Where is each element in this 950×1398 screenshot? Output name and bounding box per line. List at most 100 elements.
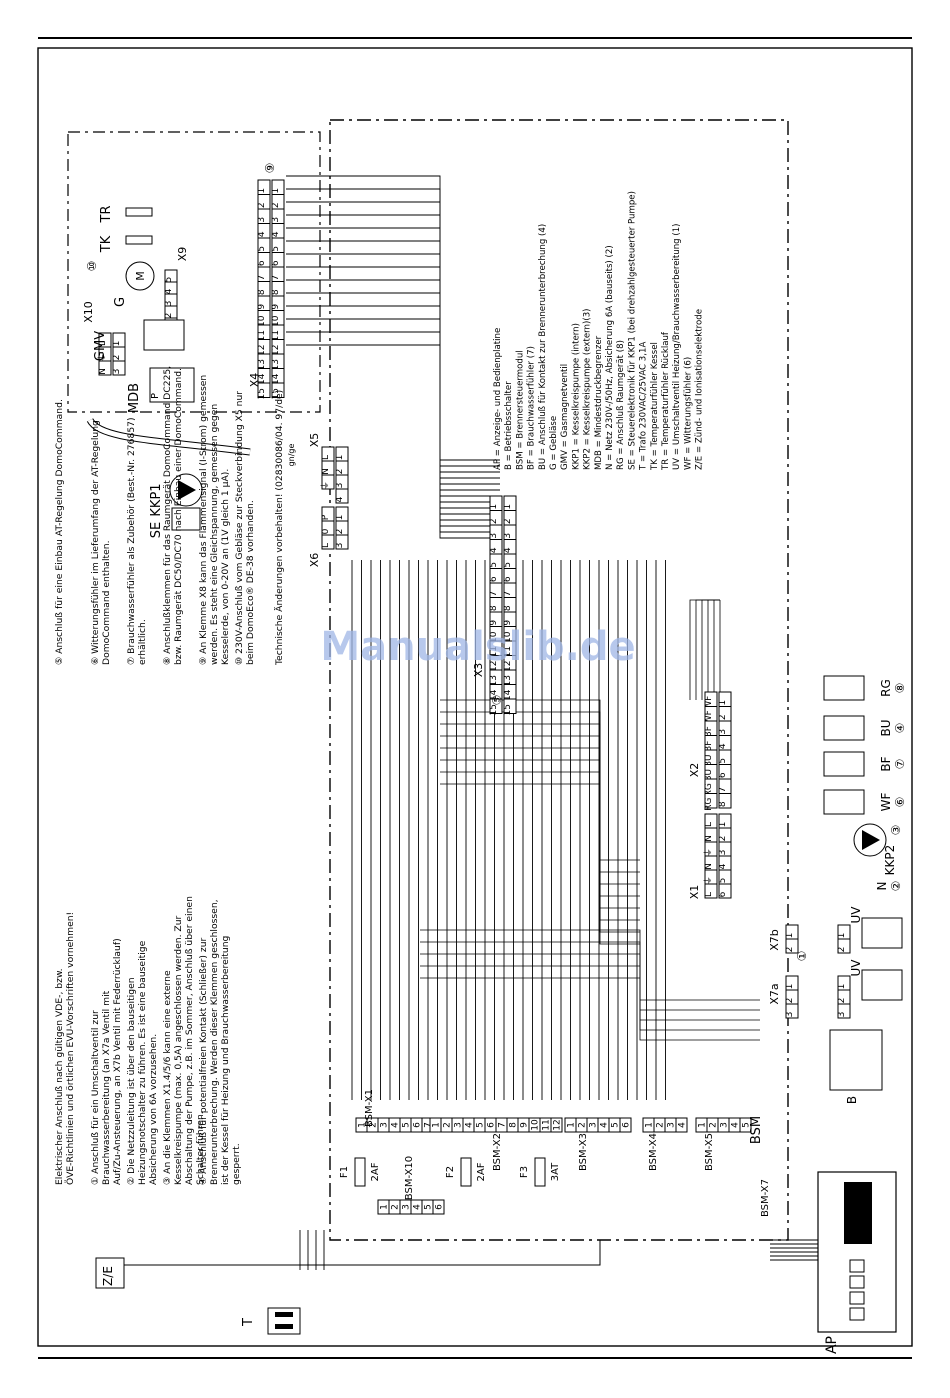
motor-label: M xyxy=(134,271,147,281)
mdb-switch xyxy=(149,367,195,403)
note-item: Elektrischer Anschluß nach gültigen VDE-… xyxy=(54,912,76,1185)
note-2-marker: ② xyxy=(889,881,903,892)
bsm-x2-strip-label: 8 xyxy=(509,1122,519,1128)
wire xyxy=(286,240,500,491)
note-line: werden. Es steht eine Gleichspannung, ge… xyxy=(209,404,220,665)
legend-item: G = Gebläse xyxy=(549,416,559,470)
wire xyxy=(286,175,500,461)
uv2-strip-label: 3 xyxy=(837,1012,847,1018)
kkp1-label: KKP1 xyxy=(149,483,164,516)
bsm-x7-label: BSM-X7 xyxy=(760,1179,771,1217)
note-line: bzw. Raumgerät DC50/DC70 nach Einbau ein… xyxy=(173,368,184,665)
x6-label: X6 xyxy=(308,553,321,568)
bsm-x3-label: BSM-X3 xyxy=(578,1133,589,1171)
motor-strip-label: 3 xyxy=(164,301,174,307)
x4-strip-label: 4 xyxy=(257,231,267,237)
transformer-core xyxy=(275,1324,293,1329)
fan-label: G xyxy=(113,297,128,307)
wire xyxy=(286,279,500,509)
x2-strip-label: RG xyxy=(704,783,714,796)
x5-strip: LN⏚ xyxy=(320,446,335,490)
bsm-x2-strip-label: 2 xyxy=(443,1122,453,1128)
legend-item: SE = Steuerelektronik für KKP1 (bei dreh… xyxy=(627,191,637,470)
bsm-x5-strip-label: 3 xyxy=(720,1122,730,1128)
bsm-x2-label: BSM-X2 xyxy=(492,1133,503,1171)
note-line: Heizungsnotschalter zu führen. Es ist ei… xyxy=(137,940,148,1185)
rg-device xyxy=(823,675,865,701)
x2-label: X2 xyxy=(688,763,701,778)
wire xyxy=(286,201,500,473)
legend-item: BSM = Brennersteuermodul xyxy=(515,350,525,470)
legend-item: TR = Temperaturfühler Rücklauf xyxy=(661,331,671,471)
x1-strip-num-label: 5 xyxy=(718,878,728,884)
note-item: ⑩ 230V-Anschluß vom Gebläse zur Steckver… xyxy=(234,391,256,665)
ap-key xyxy=(849,1275,865,1289)
x7b-label: X7b xyxy=(768,929,781,951)
x3-strip-b-label: 4 xyxy=(503,547,513,553)
x4-strip-label: 11 xyxy=(257,330,267,341)
x9-label: X9 xyxy=(176,247,189,262)
x3-strip-label: 10 xyxy=(489,631,499,643)
bsm-x1-strip-label: 1 xyxy=(358,1122,368,1128)
note-1-marker: ① xyxy=(795,951,809,962)
x3-strip-b-label: 10 xyxy=(503,631,513,643)
operating-switch-label: B xyxy=(845,1096,859,1104)
motor-strip-label: 2 xyxy=(164,313,174,319)
note-5-marker: ⑤ xyxy=(490,695,504,706)
bsm-x5-strip-label: 4 xyxy=(731,1122,741,1128)
x3-strip-b-label: 11 xyxy=(503,646,513,657)
bsm-x4-strip-label: 3 xyxy=(667,1122,677,1128)
ap-display xyxy=(844,1182,872,1244)
note-item: ④ Anschluß für potentialfreien Kontakt (… xyxy=(198,899,242,1185)
bsm-x5-label: BSM-X5 xyxy=(704,1133,715,1171)
ap-key xyxy=(849,1307,865,1321)
x7a-strip-label: 2 xyxy=(785,998,795,1004)
ap-key xyxy=(849,1259,865,1273)
x1-strip-label: ⏚ xyxy=(703,848,714,857)
ap-display-value: 3 48 xyxy=(847,1197,863,1228)
x3-strip-label: 9 xyxy=(489,620,499,626)
x1-strip-label: L xyxy=(704,822,714,827)
note-line: Schalter führen. xyxy=(195,1111,206,1185)
gmv-valve xyxy=(143,319,185,351)
wf-label: WF xyxy=(879,793,893,812)
note-3-marker: ③ xyxy=(889,825,903,836)
bsm-x2-strip-label: 7 xyxy=(498,1122,508,1128)
x4-strip-cell xyxy=(257,382,271,398)
x2-strip-label: BU xyxy=(704,769,714,782)
x3-label: X3 xyxy=(472,663,485,678)
bsm-x5-strip-label: 1 xyxy=(698,1122,708,1128)
mains-label: N xyxy=(875,882,889,891)
note-line: gesperrt. xyxy=(231,1143,242,1185)
legend-item: BU = Anschluß für Kontakt zur Brennerunt… xyxy=(538,224,548,470)
fuse_f2-symbol xyxy=(460,1157,472,1187)
x2-strip-label: BF xyxy=(704,726,714,737)
legend-item: KKP1 = Kesselkreispumpe (intern) xyxy=(571,323,581,470)
x3-strip-label: 8 xyxy=(489,605,499,611)
x4-strip-label: 13 xyxy=(257,359,267,370)
wire xyxy=(440,783,640,945)
x4-strip-b-label: 10 xyxy=(271,315,281,327)
x1-strip-num-label: 4 xyxy=(718,863,728,869)
note-line: ② Die Netzzuleitung ist über den bauseit… xyxy=(126,977,137,1185)
wire xyxy=(286,188,500,467)
x10-strip-label: ⏚ xyxy=(97,353,108,362)
bsm-x2-strip-label: 10 xyxy=(531,1119,541,1131)
note-item: ② Die Netzzuleitung ist über den bauseit… xyxy=(126,940,159,1185)
x10-label: X10 xyxy=(82,301,95,323)
x3-strip-label: 6 xyxy=(489,576,499,582)
se-box xyxy=(171,507,201,531)
x2-strip-label: BF xyxy=(704,741,714,752)
wire xyxy=(689,599,720,700)
x10-strip-num-cell xyxy=(112,360,126,376)
bsm-x3-strip-cell xyxy=(619,1117,632,1133)
bsm-x4-strip-label: 1 xyxy=(645,1122,655,1128)
bsm-x10-strip-cell xyxy=(432,1199,445,1215)
x4-strip-b-label: 7 xyxy=(271,275,281,281)
